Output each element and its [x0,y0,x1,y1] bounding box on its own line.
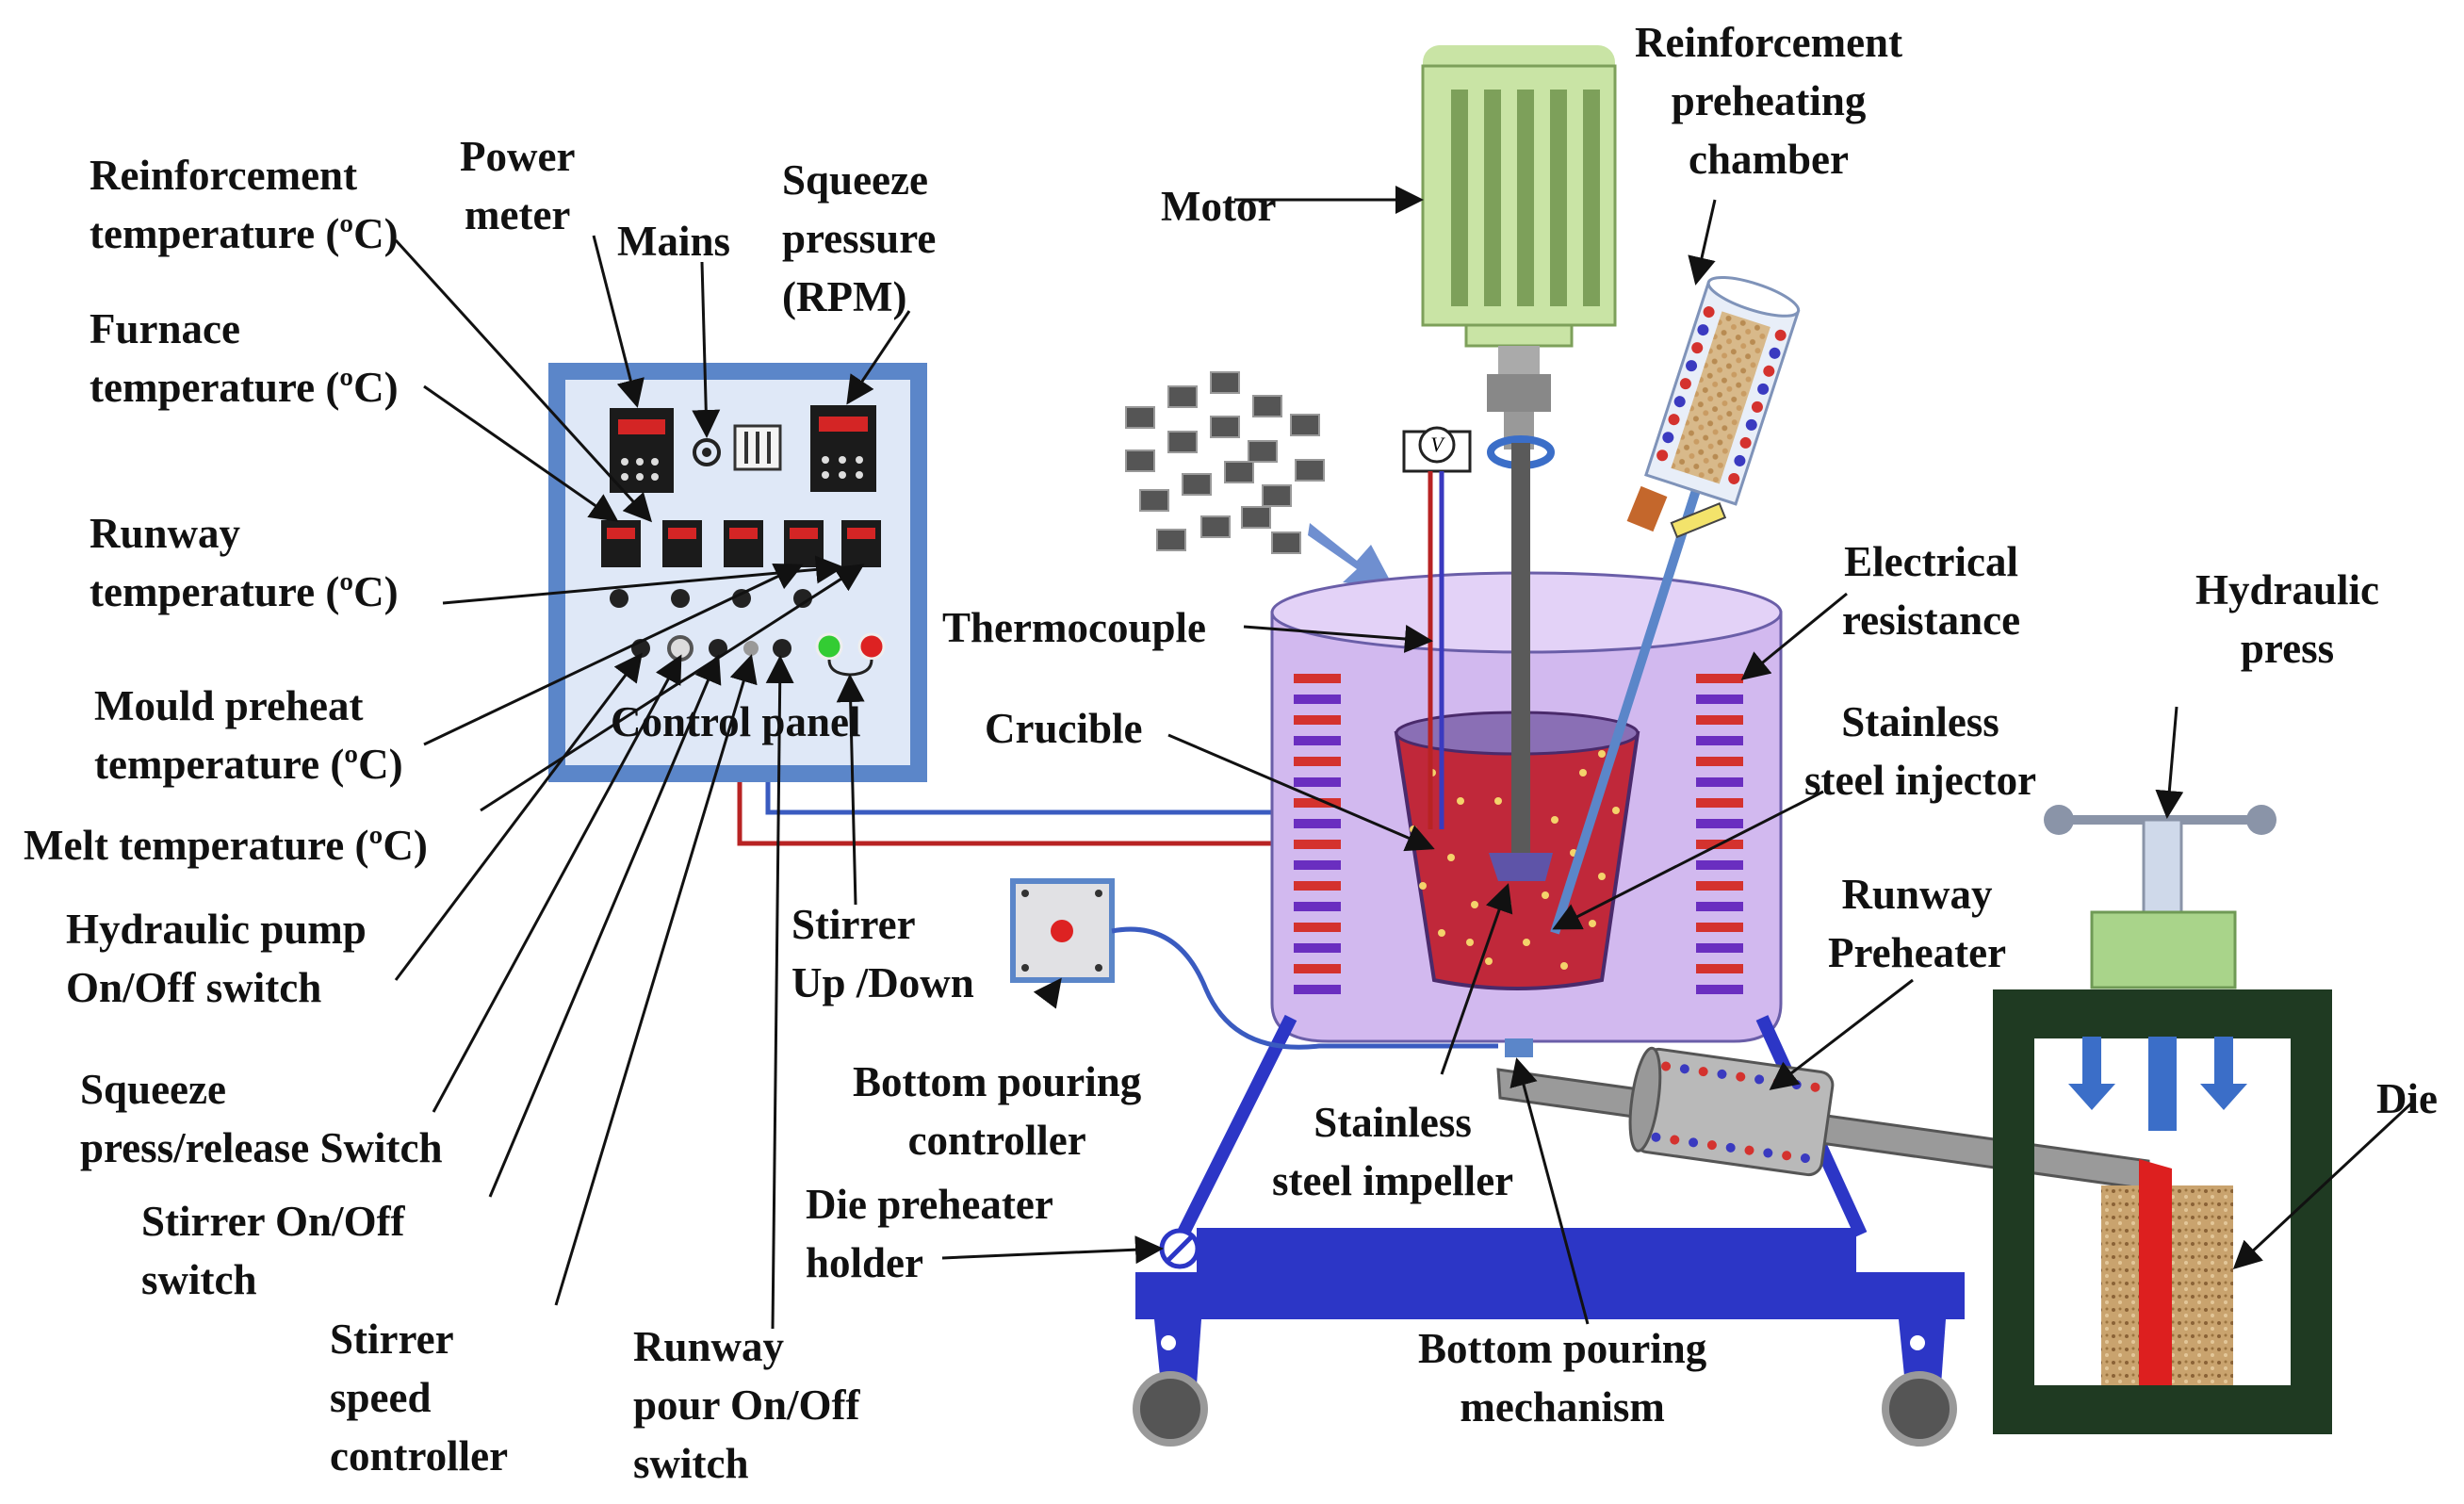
power-meter-label: Power meter [460,133,576,238]
runway-preheater-label: Runway Preheater [1828,871,2007,976]
die-preheater-holder-label: Die preheater holder [806,1181,1053,1286]
hydraulic-press-label: Hydraulic press [2195,566,2380,672]
voltmeter-symbol: V [1430,433,1445,456]
feed-arrow [1308,523,1395,589]
squeeze-pressure-label: Squeeze pressure (RPM) [782,156,937,320]
stainless-steel-injector-label: Stainless steel injector [1804,698,2037,804]
stirrer-onoff-switch-label: Stirrer On/Off switch [141,1198,405,1303]
bottom-pouring-controller-label: Bottom pouring controller [853,1058,1142,1164]
bottom-pouring-controller-box [1010,878,1498,1050]
mould-preheat-temperature-label: Mould preheat temperature (ºC) [94,682,403,788]
reinforcement-particles [1125,371,1325,554]
reinforcement-chamber [1644,275,1801,506]
heating-element-left [1294,674,1341,994]
reinforcement-temperature-label: Reinforcement temperature (ºC) [90,152,399,257]
mains-label: Mains [617,218,731,265]
stainless-steel-impeller-label: Stainless steel impeller [1272,1099,1514,1204]
runway-temperature-label: Runway temperature (ºC) [90,510,399,615]
motor-label: Motor [1161,183,1277,230]
panel-wires [737,782,1272,846]
thermocouple: V [1402,426,1472,829]
squeeze-switch-label: Squeeze press/release Switch [80,1066,443,1171]
control-panel-label: Control panel [611,698,861,745]
furnace-vessel: V [1270,426,1783,1043]
squeeze-pressure-display [810,405,876,492]
furnace-temperature-label: Furnace temperature (ºC) [90,305,399,411]
motor [1421,45,1617,469]
cart-frame [1133,1014,1965,1447]
runway-pour-switch-label: Runway pour On/Off switch [633,1323,860,1487]
stirrer-speed-controller-label: Stirrer speed controller [330,1316,509,1479]
leader-lines [394,186,2414,1330]
runway [1496,1046,2150,1191]
hydraulic-press [1993,805,2332,1434]
stirrer-updown-label: Stirrer Up /Down [791,901,974,1006]
thermocouple-label: Thermocouple [942,604,1206,651]
temperature-meters-row [601,520,881,567]
knobs-row [610,589,812,608]
crucible-label: Crucible [985,705,1143,752]
bottom-pouring-mechanism-label: Bottom pouring mechanism [1418,1325,1707,1430]
mains-switch [693,424,782,471]
impeller [1489,853,1553,881]
power-meter-display [610,408,674,493]
melt-temperature-label: Melt temperature (ºC) [24,822,428,869]
die-label: Die [2376,1075,2438,1122]
electrical-resistance-label: Electrical resistance [1842,538,2021,644]
stirrer-shaft [1511,443,1530,858]
stainless-steel-injector [1550,485,1727,935]
reinforcement-chamber-label: Reinforcement preheating chamber [1635,19,1903,183]
hydraulic-pump-switch-label: Hydraulic pump On/Off switch [66,906,367,1011]
